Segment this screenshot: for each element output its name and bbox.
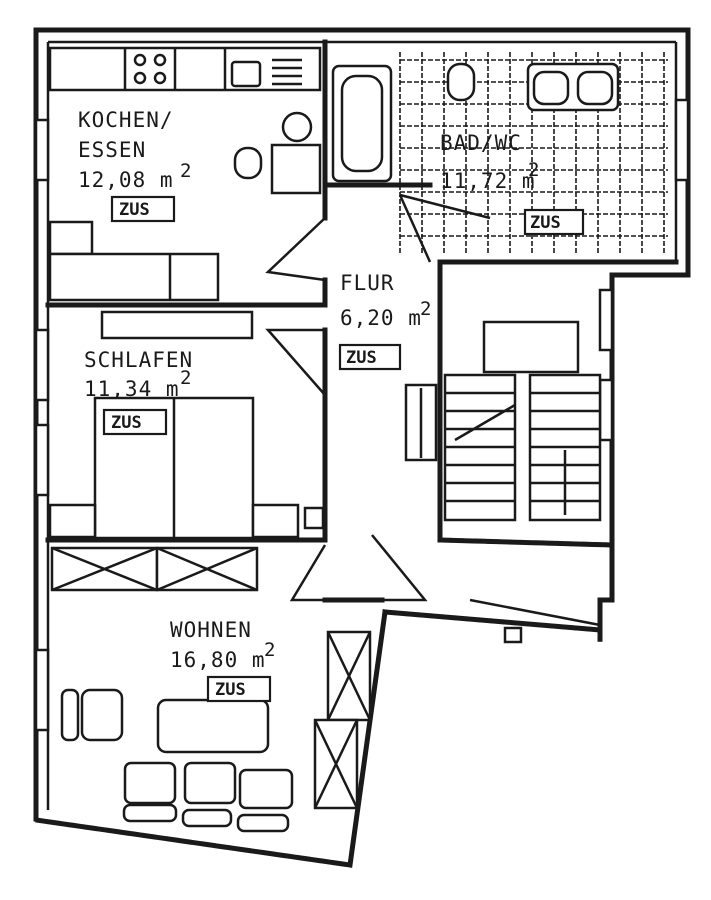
wohnen-name: WOHNEN: [170, 618, 252, 642]
stair-treads: [445, 391, 600, 503]
wohnen-zus-tag: ZUS: [215, 680, 246, 700]
bad-name: BAD/WC: [440, 131, 522, 155]
windows: [34, 98, 690, 732]
kitchen-furniture: [48, 46, 322, 302]
schlafen-name: SCHLAFEN: [84, 348, 193, 372]
wohnen-area: 16,80 m: [170, 648, 266, 672]
bad-zus-tag: ZUS: [530, 213, 561, 233]
room-label-schlafen: SCHLAFEN 11,34 m 2 ZUS: [84, 348, 193, 436]
bathroom: [331, 52, 668, 255]
flur-area-exp: 2: [420, 298, 432, 320]
room-label-wohnen: WOHNEN 16,80 m 2 ZUS: [170, 618, 276, 703]
flur-name: FLUR: [340, 271, 395, 295]
flur-zus-tag: ZUS: [346, 348, 377, 368]
wohnen-area-exp: 2: [264, 639, 276, 661]
room-label-flur: FLUR 6,20 m 2 ZUS: [338, 271, 432, 371]
schlafen-area: 11,34 m: [84, 377, 180, 401]
kochen-area-exp: 2: [180, 160, 192, 182]
living-furniture: [50, 546, 372, 833]
schlafen-zus-tag: ZUS: [111, 413, 142, 433]
bad-area-exp: 2: [528, 159, 540, 181]
kochen-name-line1: KOCHEN/: [78, 108, 174, 132]
schlafen-area-exp: 2: [180, 367, 192, 389]
bad-area: 11,72 m: [440, 169, 536, 193]
room-label-kochen: KOCHEN/ ESSEN 12,08 m 2 ZUS: [78, 108, 192, 223]
room-label-bad: BAD/WC 11,72 m 2 ZUS: [440, 131, 585, 236]
kochen-zus-tag: ZUS: [119, 200, 150, 220]
stairwell: [404, 320, 602, 644]
kochen-area: 12,08 m: [78, 168, 174, 192]
kochen-name-line2: ESSEN: [78, 138, 146, 162]
flur-area: 6,20 m: [340, 306, 422, 330]
